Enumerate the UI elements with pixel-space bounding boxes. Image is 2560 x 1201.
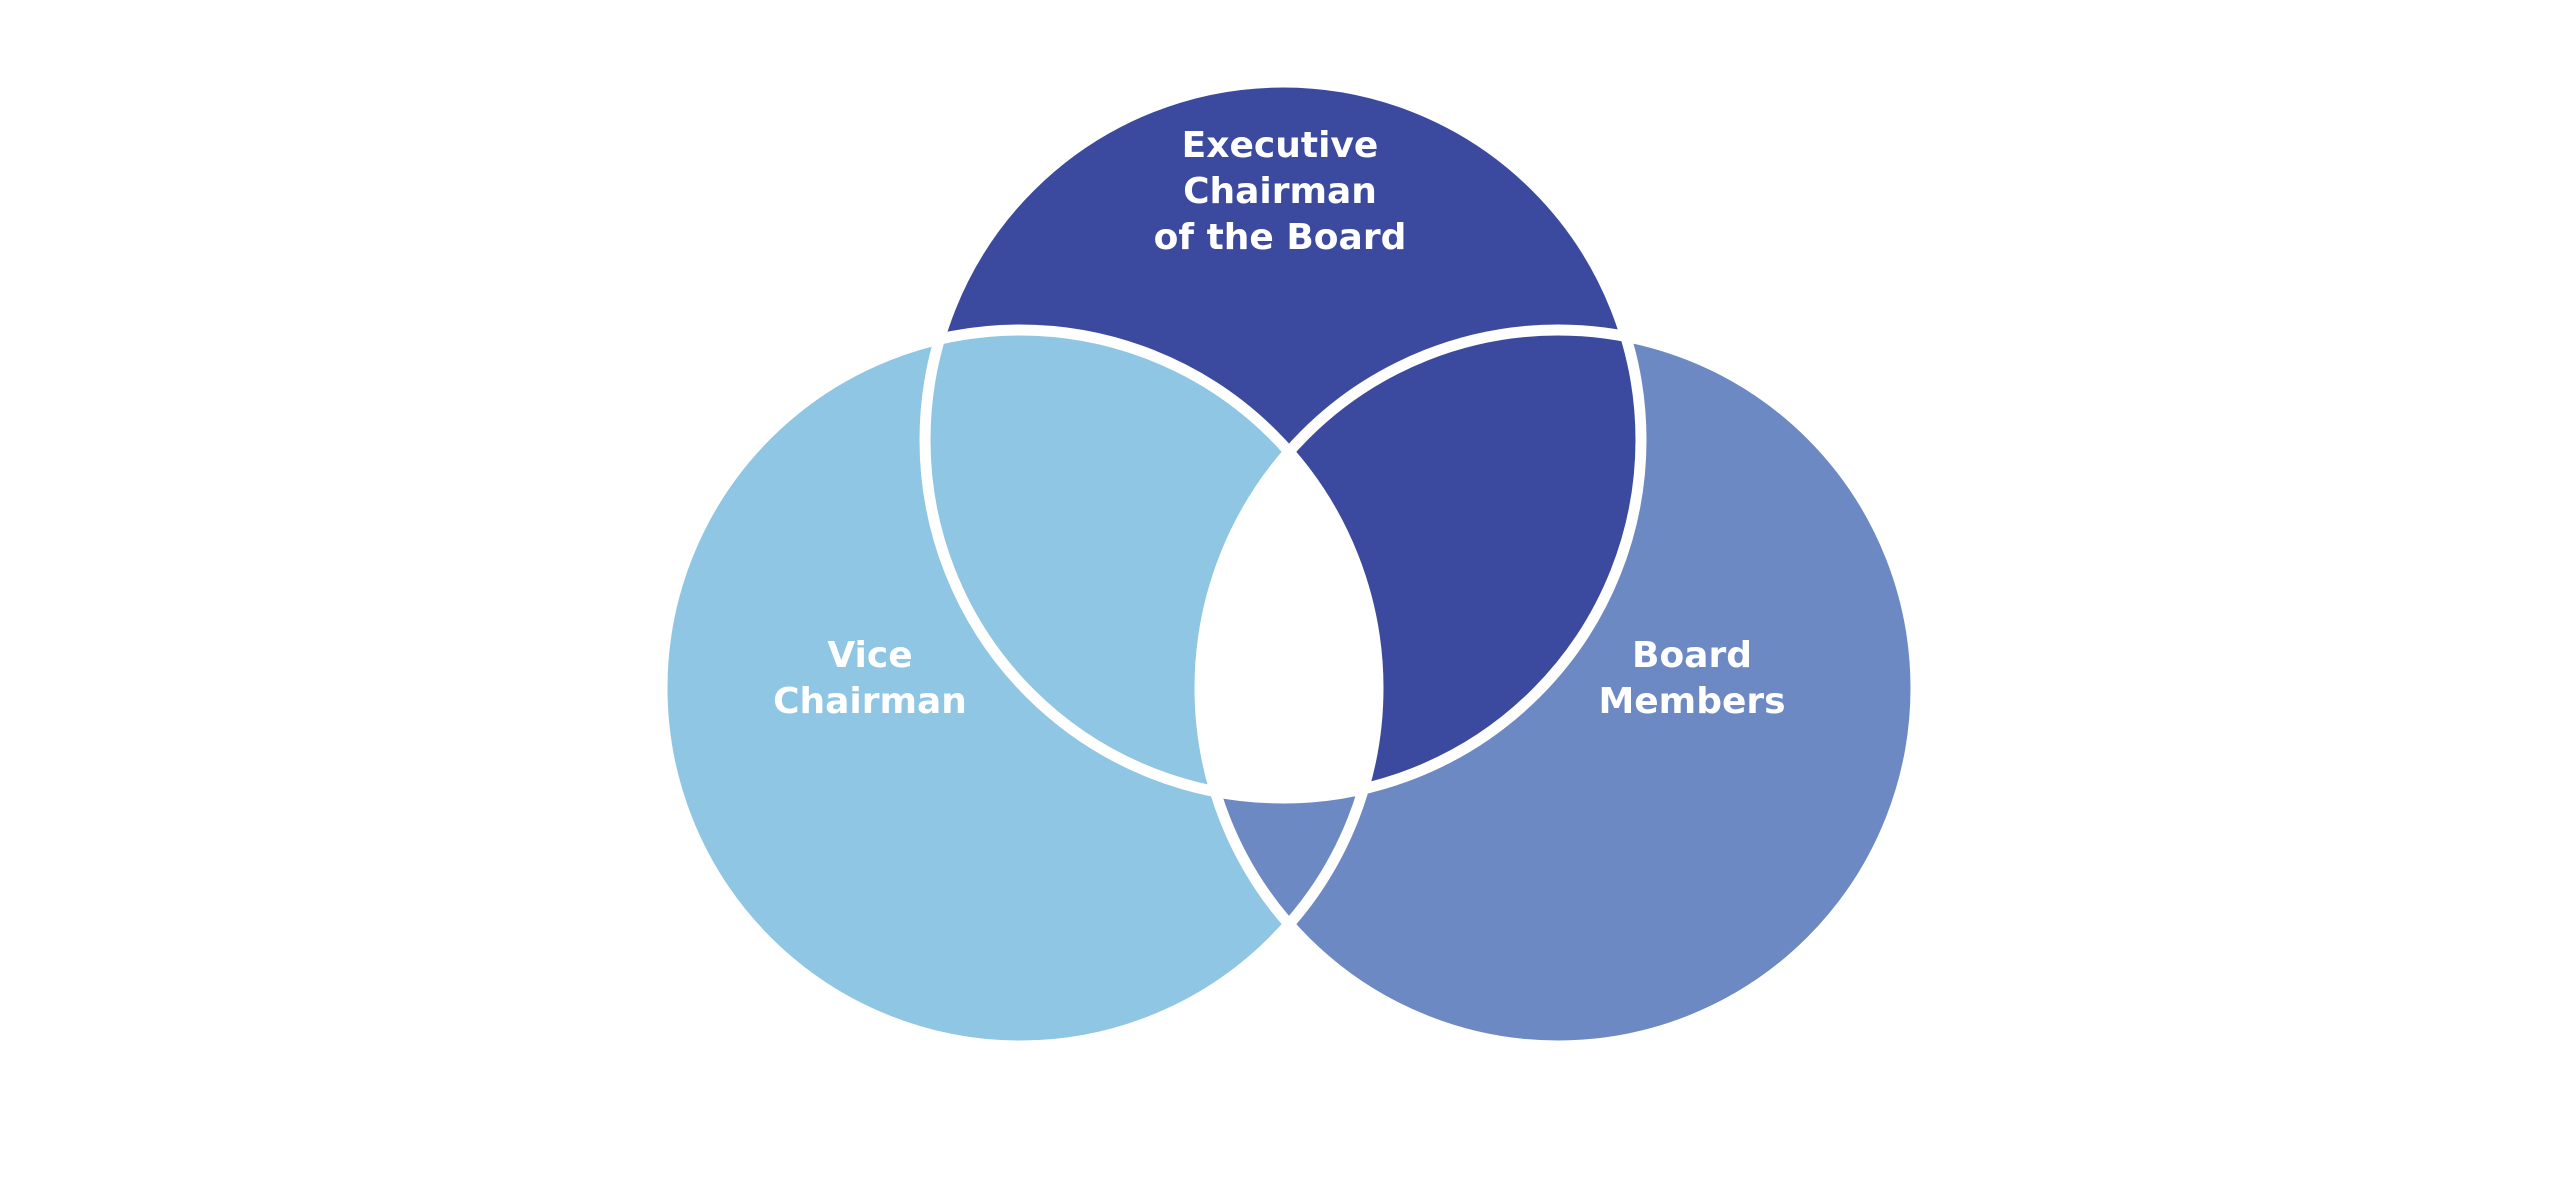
executive-label-line-1: Executive bbox=[1182, 125, 1379, 166]
executive-label-line-2: Chairman bbox=[1183, 171, 1377, 212]
board-label-line-2: Members bbox=[1598, 681, 1785, 722]
vice-label-line-1: Vice bbox=[827, 635, 912, 676]
board-label-line-1: Board bbox=[1632, 635, 1752, 676]
executive-label-line-3: of the Board bbox=[1154, 217, 1407, 258]
vice-label-line-2: Chairman bbox=[773, 681, 967, 722]
circle-outlines bbox=[656, 76, 1922, 1052]
